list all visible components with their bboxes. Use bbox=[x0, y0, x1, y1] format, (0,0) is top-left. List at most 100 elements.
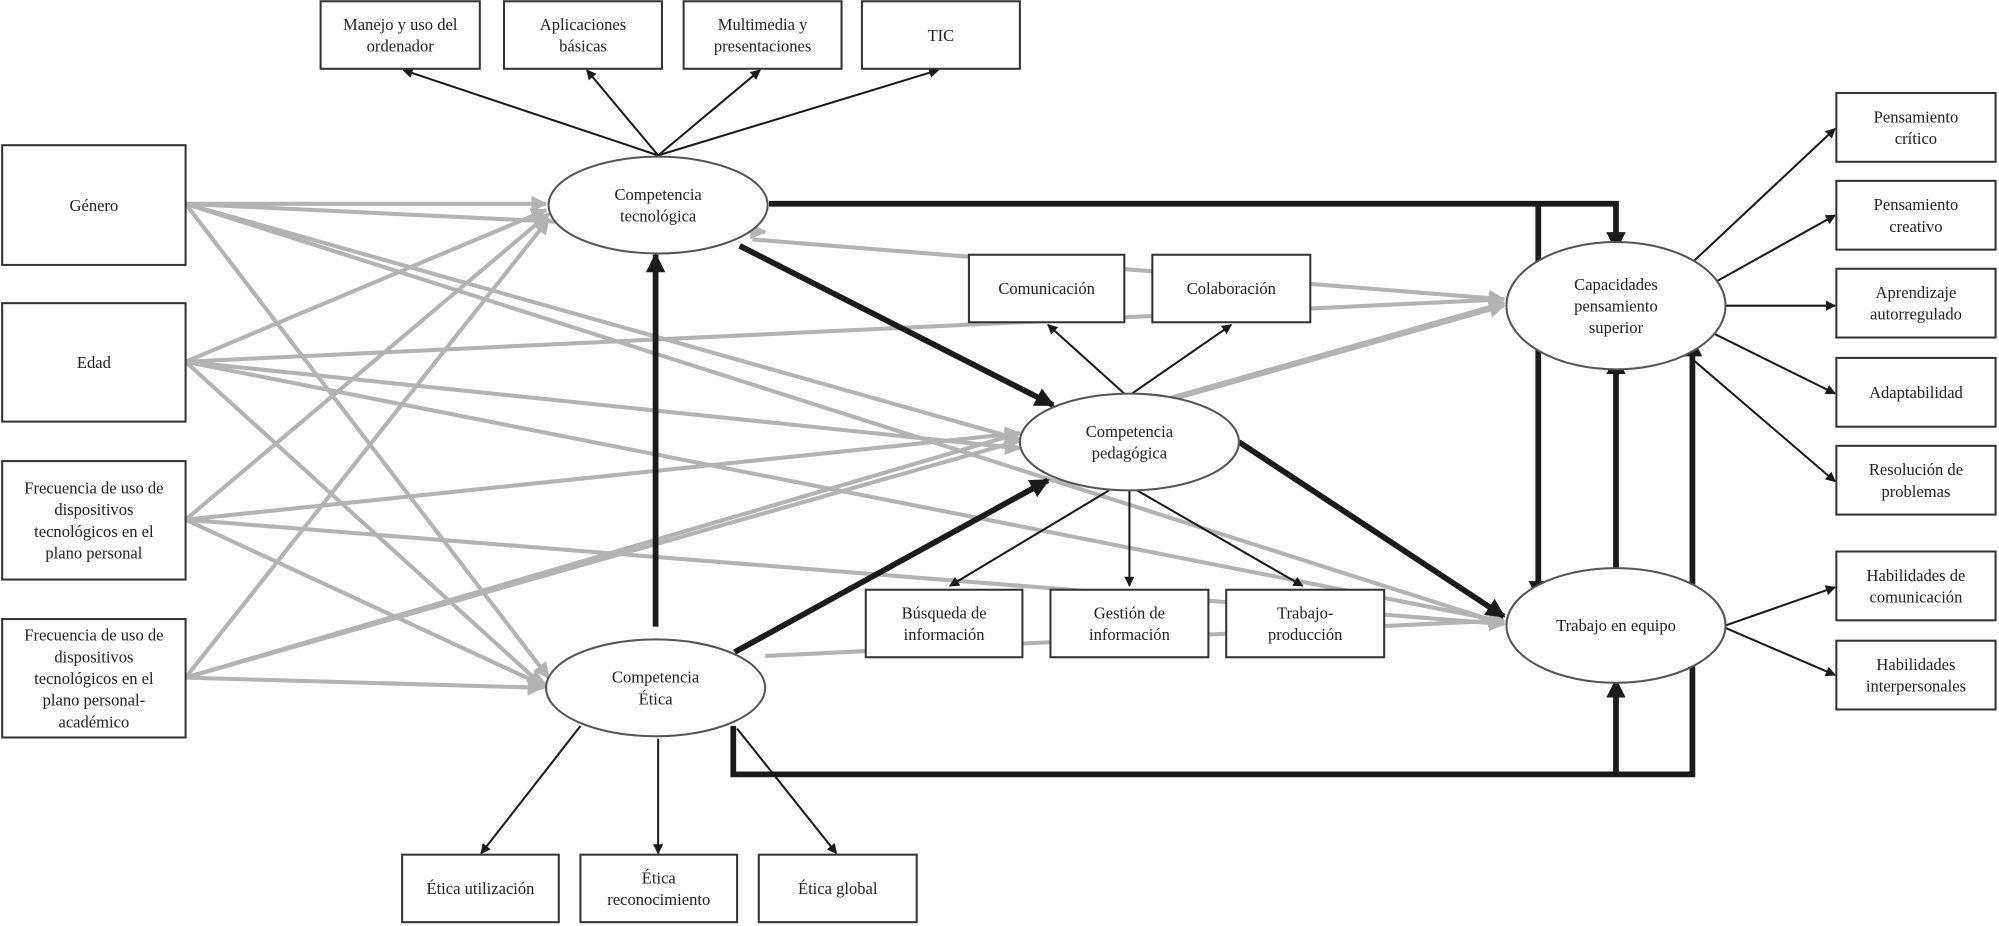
node-tic: TIC bbox=[860, 0, 1021, 70]
node-label: Multimedia y bbox=[718, 15, 808, 34]
box-shape bbox=[1835, 639, 1997, 711]
node-label: Habilidades bbox=[1876, 655, 1955, 674]
measurement-arrow bbox=[1691, 358, 1836, 483]
box-shape bbox=[1835, 550, 1997, 622]
nonsignificant-path-arrow bbox=[183, 202, 551, 679]
ellipse-shape bbox=[547, 155, 769, 255]
node-label: plano personal bbox=[45, 544, 142, 563]
node-comp-ped: Competencia pedagógica bbox=[1018, 392, 1240, 492]
node-label: Aprendizaje bbox=[1876, 283, 1957, 302]
box-shape bbox=[579, 853, 739, 924]
node-label: Ética bbox=[639, 689, 674, 708]
box-shape bbox=[682, 0, 843, 70]
node-label: Búsqueda de bbox=[902, 603, 987, 622]
measurement-arrow bbox=[1131, 323, 1233, 395]
measurement-arrow bbox=[1691, 127, 1836, 264]
node-label: Pensamiento bbox=[1874, 107, 1959, 126]
node-label: Trabajo en equipo bbox=[1556, 616, 1676, 635]
node-comunicacion: Comunicación bbox=[967, 253, 1126, 324]
node-label: Competencia bbox=[1086, 422, 1174, 441]
node-freq-personal: Frecuencia de uso dedispositivostecnológ… bbox=[1, 460, 187, 581]
node-gestion: Gestión de información bbox=[1049, 588, 1210, 659]
node-genero: Género bbox=[1, 144, 187, 266]
nonsignificant-path-arrow bbox=[185, 201, 1022, 444]
box-shape bbox=[503, 0, 663, 70]
node-label: Género bbox=[70, 196, 119, 215]
node-label: Resolución de bbox=[1869, 460, 1963, 479]
node-label: Ética global bbox=[798, 879, 878, 898]
node-comp-tec: Competencia tecnológica bbox=[547, 155, 769, 255]
node-etica-global: Ética global bbox=[757, 853, 918, 924]
node-label: dispositivos bbox=[54, 647, 133, 666]
measurement-arrow bbox=[1136, 489, 1304, 587]
node-label: Adaptabilidad bbox=[1869, 383, 1963, 402]
box-shape bbox=[319, 0, 481, 70]
node-label: producción bbox=[1268, 625, 1343, 644]
ellipse-shape bbox=[545, 638, 767, 738]
node-label: Aplicaciones bbox=[540, 15, 626, 34]
node-freq-academico: Frecuencia de uso de dispositivos tecnológ… bbox=[1, 618, 187, 739]
measurement-arrow bbox=[586, 69, 659, 157]
node-label: Pensamiento bbox=[1874, 195, 1959, 214]
node-label: pedagógica bbox=[1092, 444, 1168, 463]
node-label: Gestión de bbox=[1094, 603, 1165, 622]
node-label: tecnológicos en el bbox=[34, 522, 154, 541]
measurement-arrow bbox=[657, 67, 940, 157]
nonsignificant-path-arrow bbox=[185, 359, 1022, 455]
measurement-arrow bbox=[1713, 332, 1836, 395]
nonsignificant-path-arrow bbox=[185, 675, 544, 696]
node-label: creativo bbox=[1889, 217, 1942, 236]
significant-path-arrow bbox=[1237, 439, 1506, 619]
nonsignificant-path-arrow bbox=[185, 299, 1506, 680]
box-shape bbox=[1835, 179, 1997, 251]
node-colaboracion: Colaboración bbox=[1151, 253, 1312, 324]
node-trabajo-prod: Trabajo-producción bbox=[1225, 588, 1386, 659]
significant-path-arrow bbox=[738, 243, 1055, 408]
nonsignificant-path-arrow bbox=[752, 237, 1506, 307]
ellipse-shape bbox=[1505, 240, 1727, 371]
node-label: Competencia bbox=[612, 668, 700, 687]
box-shape bbox=[1151, 253, 1312, 324]
node-label: tecnológicos en el bbox=[34, 669, 154, 688]
significant-paths bbox=[402, 67, 1837, 855]
box-shape bbox=[1835, 267, 1997, 339]
node-label: información bbox=[1089, 625, 1171, 644]
node-label: Manejo y uso del bbox=[343, 15, 458, 34]
box-shape bbox=[757, 853, 918, 924]
node-label: autorregulado bbox=[1870, 305, 1962, 324]
nonsignificant-path-arrow bbox=[184, 517, 551, 690]
node-label: académico bbox=[59, 712, 130, 731]
box-shape bbox=[1, 618, 187, 739]
node-label: Competencia bbox=[614, 185, 702, 204]
box-shape bbox=[1225, 588, 1386, 659]
box-shape bbox=[1835, 91, 1997, 163]
node-label: ordenador bbox=[367, 37, 435, 56]
node-label: pensamiento bbox=[1574, 296, 1658, 315]
ellipse-shape bbox=[1018, 392, 1240, 492]
node-label: Edad bbox=[77, 353, 112, 372]
nonsignificant-path-arrow bbox=[1178, 301, 1506, 400]
node-label: Frecuencia de uso de bbox=[24, 626, 163, 645]
node-label: Capacidades bbox=[1574, 275, 1658, 294]
box-shape bbox=[1835, 356, 1997, 428]
node-label: dispositivos bbox=[54, 500, 133, 519]
node-label: plano personal- bbox=[43, 691, 145, 710]
nonsignificant-path-arrow bbox=[183, 217, 551, 679]
node-label: Colaboración bbox=[1187, 279, 1277, 298]
node-label: tecnológica bbox=[620, 207, 697, 226]
box-shape bbox=[1049, 588, 1210, 659]
box-shape bbox=[864, 588, 1024, 659]
significant-path-arrow bbox=[730, 336, 1703, 778]
node-label: comunicación bbox=[1870, 587, 1964, 606]
nonsignificant-path-arrow bbox=[184, 208, 548, 364]
node-label: Habilidades de bbox=[1867, 566, 1966, 585]
